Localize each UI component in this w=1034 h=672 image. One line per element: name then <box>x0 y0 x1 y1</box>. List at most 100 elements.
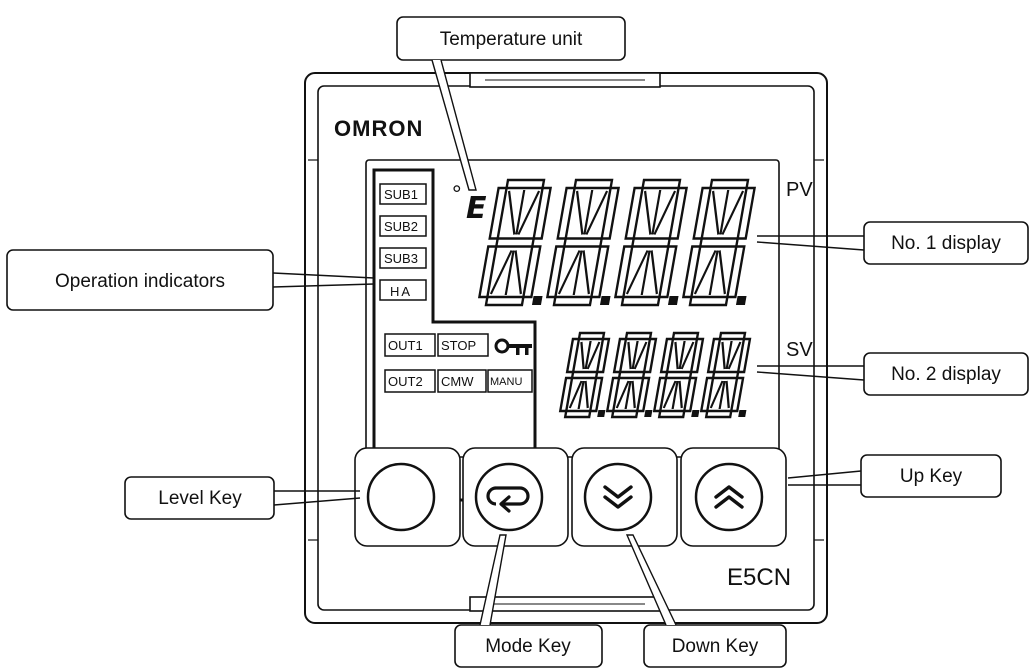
svg-text:Down Key: Down Key <box>672 636 759 657</box>
digit-segment <box>617 370 646 380</box>
digit-segment <box>610 409 639 419</box>
decimal-point <box>597 410 606 417</box>
indicator-sub3: SUB3 <box>384 251 418 266</box>
svg-text:No. 2 display: No. 2 display <box>891 364 1001 385</box>
digit-segment <box>668 186 689 240</box>
digit-segment <box>532 186 553 240</box>
digit-segment <box>613 245 634 299</box>
no2-digit-4 <box>699 331 752 419</box>
digit-segment <box>605 376 621 413</box>
operation-indicators: SUB1 SUB2 SUB3 HA OUT1 STOP OUT2 CMW MAN… <box>379 183 533 393</box>
decimal-point <box>738 410 747 417</box>
digit-segment <box>624 331 653 341</box>
decimal-point <box>667 296 679 305</box>
indicator-manu: MANU <box>490 376 522 388</box>
callout-mode-key: Mode Key <box>454 534 603 668</box>
digit-segment <box>573 178 614 190</box>
double-chevron-down-icon <box>603 485 633 509</box>
svg-text:No. 1 display: No. 1 display <box>891 233 1001 254</box>
digit-segment <box>488 186 509 240</box>
digit-segment <box>652 376 668 413</box>
digit-segment <box>704 409 733 419</box>
callout-operation-indicators: Operation indicators <box>6 249 375 311</box>
digit-segment <box>484 295 525 307</box>
no1-digit-4 <box>681 178 757 307</box>
digit-segment <box>641 178 682 190</box>
digit-segment <box>729 376 745 413</box>
digit-segment <box>562 237 604 248</box>
svg-text:Temperature unit: Temperature unit <box>440 29 583 50</box>
digit-segment <box>657 245 678 299</box>
digit-segment <box>692 186 713 240</box>
digit-segment <box>664 370 693 380</box>
digit-segment <box>681 245 702 299</box>
digit-segment <box>624 186 645 240</box>
indicator-sub1: SUB1 <box>384 187 418 202</box>
indicator-out2: OUT2 <box>388 374 423 389</box>
indicator-ha: HA <box>390 284 412 299</box>
digit-segment <box>706 337 722 374</box>
digit-segment <box>588 376 604 413</box>
indicator-stop: STOP <box>441 338 476 353</box>
digit-segment <box>558 376 574 413</box>
digit-segment <box>477 245 498 299</box>
pv-label: PV <box>786 179 813 201</box>
model-label: E5CN <box>727 564 791 591</box>
digit-segment <box>699 376 715 413</box>
digit-segment <box>494 237 536 248</box>
svg-text:Level Key: Level Key <box>158 488 242 509</box>
digit-segment <box>711 370 740 380</box>
decimal-point <box>691 410 700 417</box>
digit-segment <box>630 237 672 248</box>
digit-segment <box>612 337 628 374</box>
sv-label: SV <box>786 339 813 361</box>
digit-diagonal-segments <box>693 190 745 295</box>
digit-segment <box>556 186 577 240</box>
digit-segment <box>545 245 566 299</box>
digit-segment <box>577 331 606 341</box>
return-arrow-icon <box>486 486 530 513</box>
digit-segment <box>689 337 705 374</box>
decimal-point <box>599 296 611 305</box>
mode-key-button[interactable] <box>474 462 544 532</box>
callout-level-key: Level Key <box>124 476 361 520</box>
digit-segment <box>595 337 611 374</box>
digit-segment <box>725 245 746 299</box>
callout-no2-display: No. 2 display <box>756 352 1029 396</box>
key-icon <box>494 338 532 355</box>
digit-diagonal-segments <box>662 341 695 409</box>
digit-segment <box>736 186 757 240</box>
no2-digit-3 <box>652 331 705 419</box>
digit-segment <box>671 331 700 341</box>
no2-display-digits <box>558 331 752 419</box>
temp-unit-degree: ° <box>452 181 462 208</box>
digit-segment <box>600 186 621 240</box>
decimal-point <box>531 296 543 305</box>
callout-no1-display: No. 1 display <box>756 221 1029 265</box>
decimal-point <box>644 410 653 417</box>
digit-segment <box>682 376 698 413</box>
temp-unit-letter: E <box>466 191 487 226</box>
digit-segment <box>563 409 592 419</box>
double-chevron-up-icon <box>714 485 744 509</box>
indicator-sub2: SUB2 <box>384 219 418 234</box>
no1-digit-2 <box>545 178 621 307</box>
digit-segment <box>505 178 546 190</box>
no1-digit-3 <box>613 178 689 307</box>
digit-segment <box>620 295 661 307</box>
down-key-button[interactable] <box>583 462 653 532</box>
indicator-cmw: CMW <box>441 374 474 389</box>
digit-diagonal-segments <box>489 190 541 295</box>
brand-logo: OMRON <box>334 116 423 141</box>
svg-text:Operation indicators: Operation indicators <box>55 271 225 292</box>
digit-diagonal-segments <box>615 341 648 409</box>
digit-segment <box>589 245 610 299</box>
digit-segment <box>688 295 729 307</box>
digit-segment <box>657 409 686 419</box>
indicator-out1: OUT1 <box>388 338 423 353</box>
level-key-button[interactable] <box>366 462 436 532</box>
up-key-button[interactable] <box>694 462 764 532</box>
callout-down-key: Down Key <box>625 534 787 668</box>
digit-segment <box>718 331 747 341</box>
